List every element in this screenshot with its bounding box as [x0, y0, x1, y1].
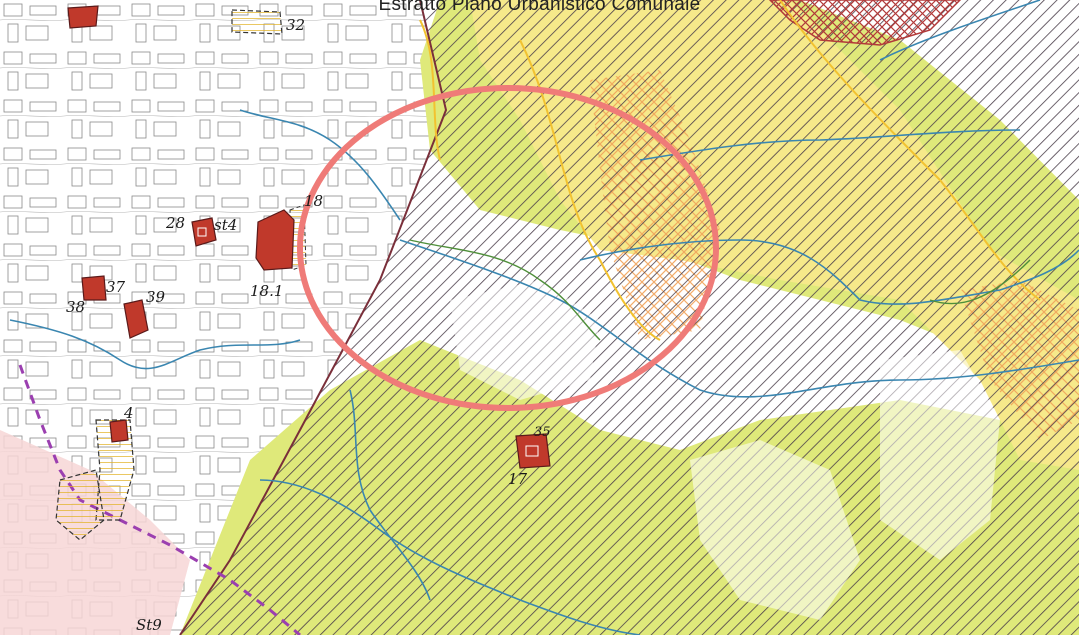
red-crosshatch-zone [768, 0, 962, 46]
stream [9, 0, 1079, 635]
building-outline [197, 227, 539, 457]
building [67, 5, 551, 469]
unhatched-clearing [450, 280, 1000, 620]
label-28: 28 [165, 214, 185, 232]
label-17: 17 [508, 470, 528, 488]
yellow-boundary [419, 0, 1041, 341]
label-18: 18 [304, 192, 323, 210]
label-4: 4 [123, 404, 134, 422]
label-37: 37 [106, 278, 126, 296]
hatched-zone [180, 0, 1079, 635]
label-39: 39 [146, 288, 166, 306]
highlight-circle [297, 85, 719, 411]
label-38: 38 [66, 298, 85, 316]
zone-boundary [179, 0, 448, 635]
label-st9: St9 [136, 616, 162, 634]
green-stream [409, 239, 1031, 341]
label-st4: st4 [214, 216, 237, 234]
pink-zone [0, 430, 190, 635]
label-32: 32 [286, 16, 305, 34]
label-35: 35 [534, 425, 551, 440]
label-18-1: 18.1 [250, 282, 283, 300]
map-title: Estratto Piano Urbanistico Comunale [378, 0, 701, 15]
